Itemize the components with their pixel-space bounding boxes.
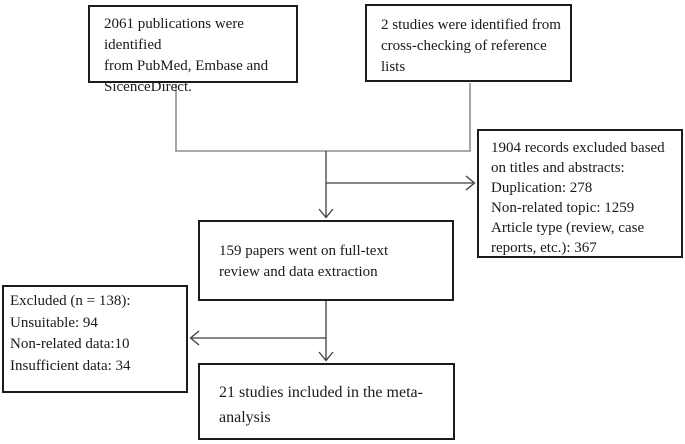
connector-merge bbox=[175, 83, 471, 152]
box-fulltext-excluded: Excluded (n = 138): Unsuitable: 94 Non-r… bbox=[2, 285, 188, 393]
box-screening-excluded: 1904 records excluded based on titles an… bbox=[477, 129, 683, 258]
connector-to-included-arrow bbox=[318, 301, 334, 362]
box-crosscheck-identified: 2 studies were identified from cross-che… bbox=[365, 4, 572, 82]
box-publications-identified: 2061 publications were identified from P… bbox=[88, 5, 298, 95]
box-fulltext-review: 159 papers went on full-text review and … bbox=[198, 220, 454, 301]
connector-to-fulltext-excluded-arrow bbox=[189, 330, 326, 346]
connector-to-screening-excluded-arrow bbox=[326, 175, 476, 191]
connector-to-fulltext-arrow bbox=[318, 151, 334, 219]
box-included-studies: 21 studies included in the meta- analysi… bbox=[198, 363, 455, 440]
